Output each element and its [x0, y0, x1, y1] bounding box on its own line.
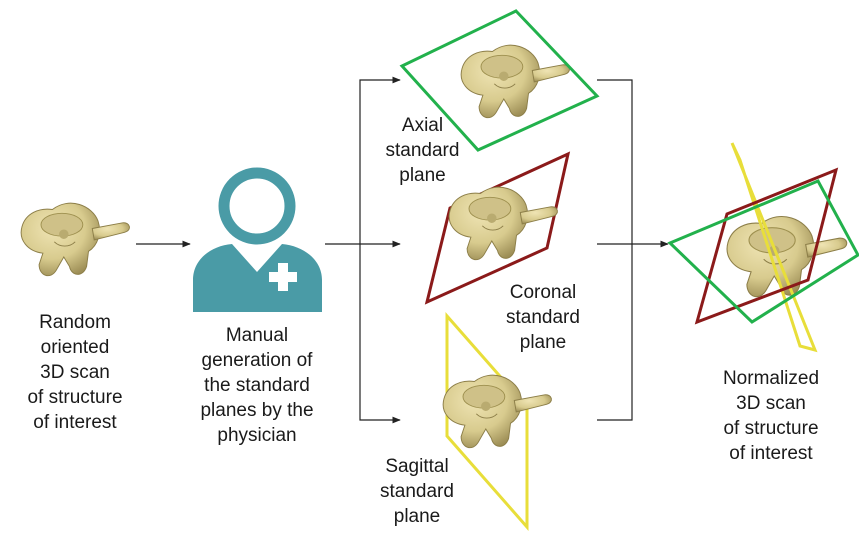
output-label: Normalized 3D scan of structure of inter… [722, 368, 820, 465]
physician-label: Manual generation of the standard planes… [200, 325, 314, 447]
normalized-figure [667, 142, 859, 353]
axial-plane-label: Axial standard plane [385, 115, 460, 187]
input-vertebra-image [20, 202, 130, 277]
arrow-to-sagittal [359, 244, 401, 424]
axial-plane-figure [399, 9, 600, 152]
coronal-plane-label: Coronal standard plane [506, 282, 580, 354]
coronal-plane-figure [424, 151, 571, 305]
physician-icon [193, 167, 322, 312]
bracket-merge [597, 79, 633, 421]
sagittal-plane-label: Sagittal standard plane [380, 456, 454, 528]
axial-plane-outline [399, 9, 600, 152]
sagittal-plane-figure [442, 312, 552, 531]
input-label: Random oriented 3D scan of structure of … [27, 312, 123, 434]
arrow-to-axial [325, 76, 401, 245]
